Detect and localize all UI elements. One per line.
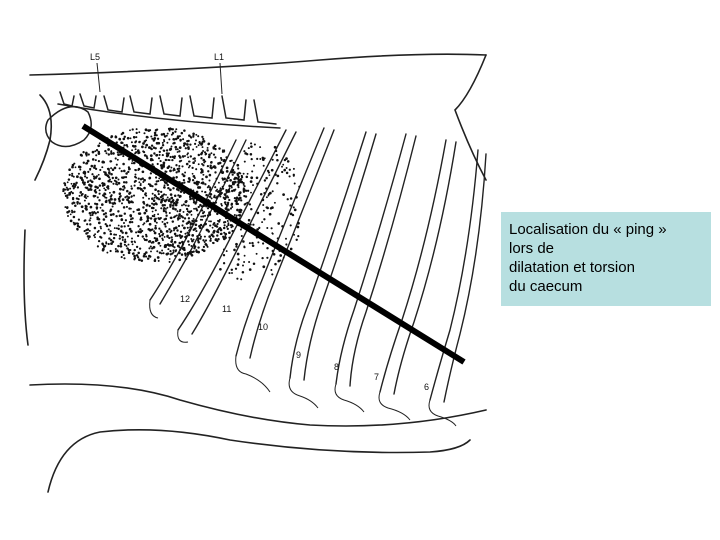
rib-label-8: 8 bbox=[334, 362, 339, 372]
caption-box: Localisation du « ping » lors de dilatat… bbox=[501, 212, 711, 306]
caption-line-1: Localisation du « ping » bbox=[509, 221, 667, 238]
vertebra-label-l5: L5 bbox=[90, 52, 100, 62]
caption-line-2: lors de bbox=[509, 240, 555, 257]
ping-zone-stippling bbox=[62, 127, 301, 281]
costal-cartilages bbox=[149, 299, 457, 427]
spine bbox=[57, 91, 281, 129]
caption-line-4: du caecum bbox=[509, 278, 583, 295]
rib-label-7: 7 bbox=[374, 372, 379, 382]
caption-line-3: dilatation et torsion bbox=[509, 259, 635, 276]
ping-line bbox=[81, 123, 466, 365]
rib-labels: 12 11 10 9 8 7 6 bbox=[180, 294, 429, 392]
rib-label-12: 12 bbox=[180, 294, 190, 304]
ribs bbox=[149, 127, 487, 403]
rib-label-10: 10 bbox=[258, 322, 268, 332]
vertebra-label-l1: L1 bbox=[214, 52, 224, 62]
rib-label-11: 11 bbox=[222, 304, 231, 314]
pelvis bbox=[45, 105, 92, 148]
vertebra-labels: L5 L1 bbox=[90, 52, 224, 95]
rib-label-6: 6 bbox=[424, 382, 429, 392]
rib-label-9: 9 bbox=[296, 350, 301, 360]
